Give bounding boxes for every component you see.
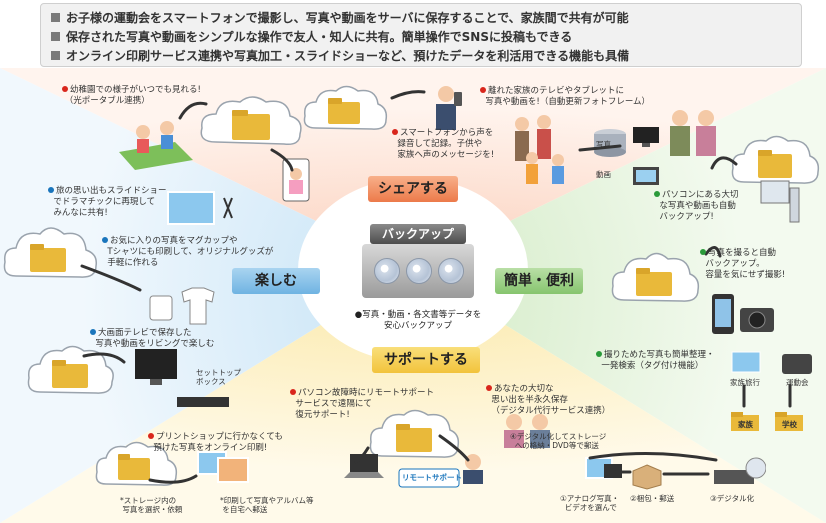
backup-caption: ●写真・動画・各文書等データを 安心バックアップ — [354, 310, 482, 331]
note-remote-family: 離れた家族のテレビやタブレットに 写真や動画を!（自動更新フォトフレーム） — [480, 86, 650, 108]
banner-line-1: お子様の運動会をスマートフォンで撮影し、写真や動画をサーバに保存することで、家族… — [51, 9, 629, 26]
note-kindergarten: 幼稚園での様子がいつでも見れる! （光ポータブル連携） — [62, 85, 201, 107]
note-organize-search: 撮りためた写真も簡単整理・ 一発検索（タグ付け機能） — [596, 350, 715, 372]
note-slideshow: 旅の思い出もスライドショー でドラマチックに再現して みんなに共有! — [48, 186, 167, 219]
disc-icon — [438, 258, 464, 284]
disc-icon — [406, 258, 432, 284]
folder-label-family: 家族 — [738, 420, 753, 429]
banner-line-2: 保存された写真や動画をシンプルな操作で友人・知人に共有。簡単操作でSNSに投稿も… — [51, 28, 572, 45]
children-picnic-illustration — [119, 121, 193, 170]
cloud-icon — [27, 345, 114, 394]
note-pc-auto-backup: パソコンにある大切 な写真や動画も自動 バックアップ! — [654, 190, 739, 223]
share-label: シェアする — [368, 176, 458, 202]
note-big-tv: 大画面テレビで保存した 写真や動画をリビングで楽しむ — [90, 328, 214, 350]
pc-icon — [760, 180, 800, 223]
remote-support-logo — [398, 468, 460, 488]
set-top-box-icon — [177, 397, 229, 407]
cloud-icon — [200, 96, 302, 146]
folder-icon — [731, 412, 759, 431]
easy-label: 簡単・便利 — [495, 268, 583, 294]
note-remote-support: パソコン故障時にリモートサポート サービスで遠隔にて 復元サポート! — [290, 388, 434, 421]
photo-frame-icon — [633, 167, 659, 185]
phone-camera-icon — [712, 294, 774, 334]
tv-icon — [135, 349, 177, 385]
label-photo: 写真 — [596, 140, 611, 149]
smartphone-user-illustration — [282, 158, 310, 202]
note-online-print: プリントショップに行かなくても 預けた写真をオンライン印刷! — [148, 432, 283, 454]
tag-family-trip: 家族旅行 — [730, 378, 760, 387]
cloud-icon — [95, 441, 178, 486]
folder-label-school: 学校 — [782, 420, 797, 429]
digitize-device-icon — [714, 457, 766, 484]
couple-illustration — [504, 414, 550, 448]
package-icon — [632, 464, 662, 490]
enjoy-label: 楽しむ — [232, 268, 320, 294]
cloud-icon — [611, 252, 700, 302]
step-3-label: ③デジタル化 — [710, 494, 755, 503]
note-original-goods: お気に入りの写真をマグカップや Tシャツにも印刷して、オリジナルグッズが 手軽に… — [102, 236, 273, 269]
support-label: サポートする — [372, 347, 480, 373]
cloud-icon — [303, 85, 388, 130]
label-video: 動画 — [596, 170, 611, 179]
backup-title: バックアップ — [370, 224, 466, 244]
cloud-icon — [731, 135, 820, 184]
photos-camera-icon — [731, 351, 812, 374]
cloud-icon — [369, 409, 460, 458]
folder-icon — [775, 412, 803, 431]
family-illustration — [515, 115, 564, 184]
tag-sports-day: 運動会 — [786, 378, 809, 387]
step-1-label: ①アナログ写真・ ビデオを選んで — [560, 494, 620, 512]
laptop-icon — [344, 454, 384, 478]
step-2-label: ②梱包・郵送 — [630, 494, 675, 503]
header-banner: お子様の運動会をスマートフォンで撮影し、写真や動画をサーバに保存することで、家族… — [40, 3, 802, 67]
note-permanent-archive: あなたの大切な 思い出を半永久保存 （デジタル代行サービス連携） — [486, 384, 610, 417]
cloud-icon — [3, 227, 98, 278]
printed-photos-icon — [197, 451, 249, 483]
label-set-top-box: セットトップ ボックス — [196, 368, 241, 386]
banner-line-3: オンライン印刷サービス連携や写真加工・スライドショーなど、預けたデータを利活用で… — [51, 47, 629, 64]
tshirt-mug-icon — [149, 287, 215, 325]
man-with-phone-illustration — [436, 86, 462, 130]
grandparents-illustration — [670, 110, 716, 156]
step-4-label: ④デジタル化してストレージ への格納・DVD等で郵送 — [510, 432, 607, 450]
tv-icon — [633, 127, 659, 147]
note-shoot-auto-backup: 写真を撮ると自動 バックアップ。 容量を気にせず撮影! — [700, 248, 785, 281]
remote-support-badge: リモートサポート — [402, 473, 462, 482]
label-print-mail: *印刷して写真やアルバム等 を自宅へ郵送 — [220, 496, 314, 514]
slideshow-photos-icon — [167, 191, 233, 225]
disc-icon — [374, 258, 400, 284]
backup-storage-icon — [362, 244, 474, 298]
support-operator-icon — [463, 454, 483, 484]
label-select-request: *ストレージ内の 写真を選択・依頼 — [120, 496, 183, 514]
note-voice-message: スマートフォンから声を 録音して記録。子供や 家族へ声のメッセージを! — [392, 128, 494, 161]
